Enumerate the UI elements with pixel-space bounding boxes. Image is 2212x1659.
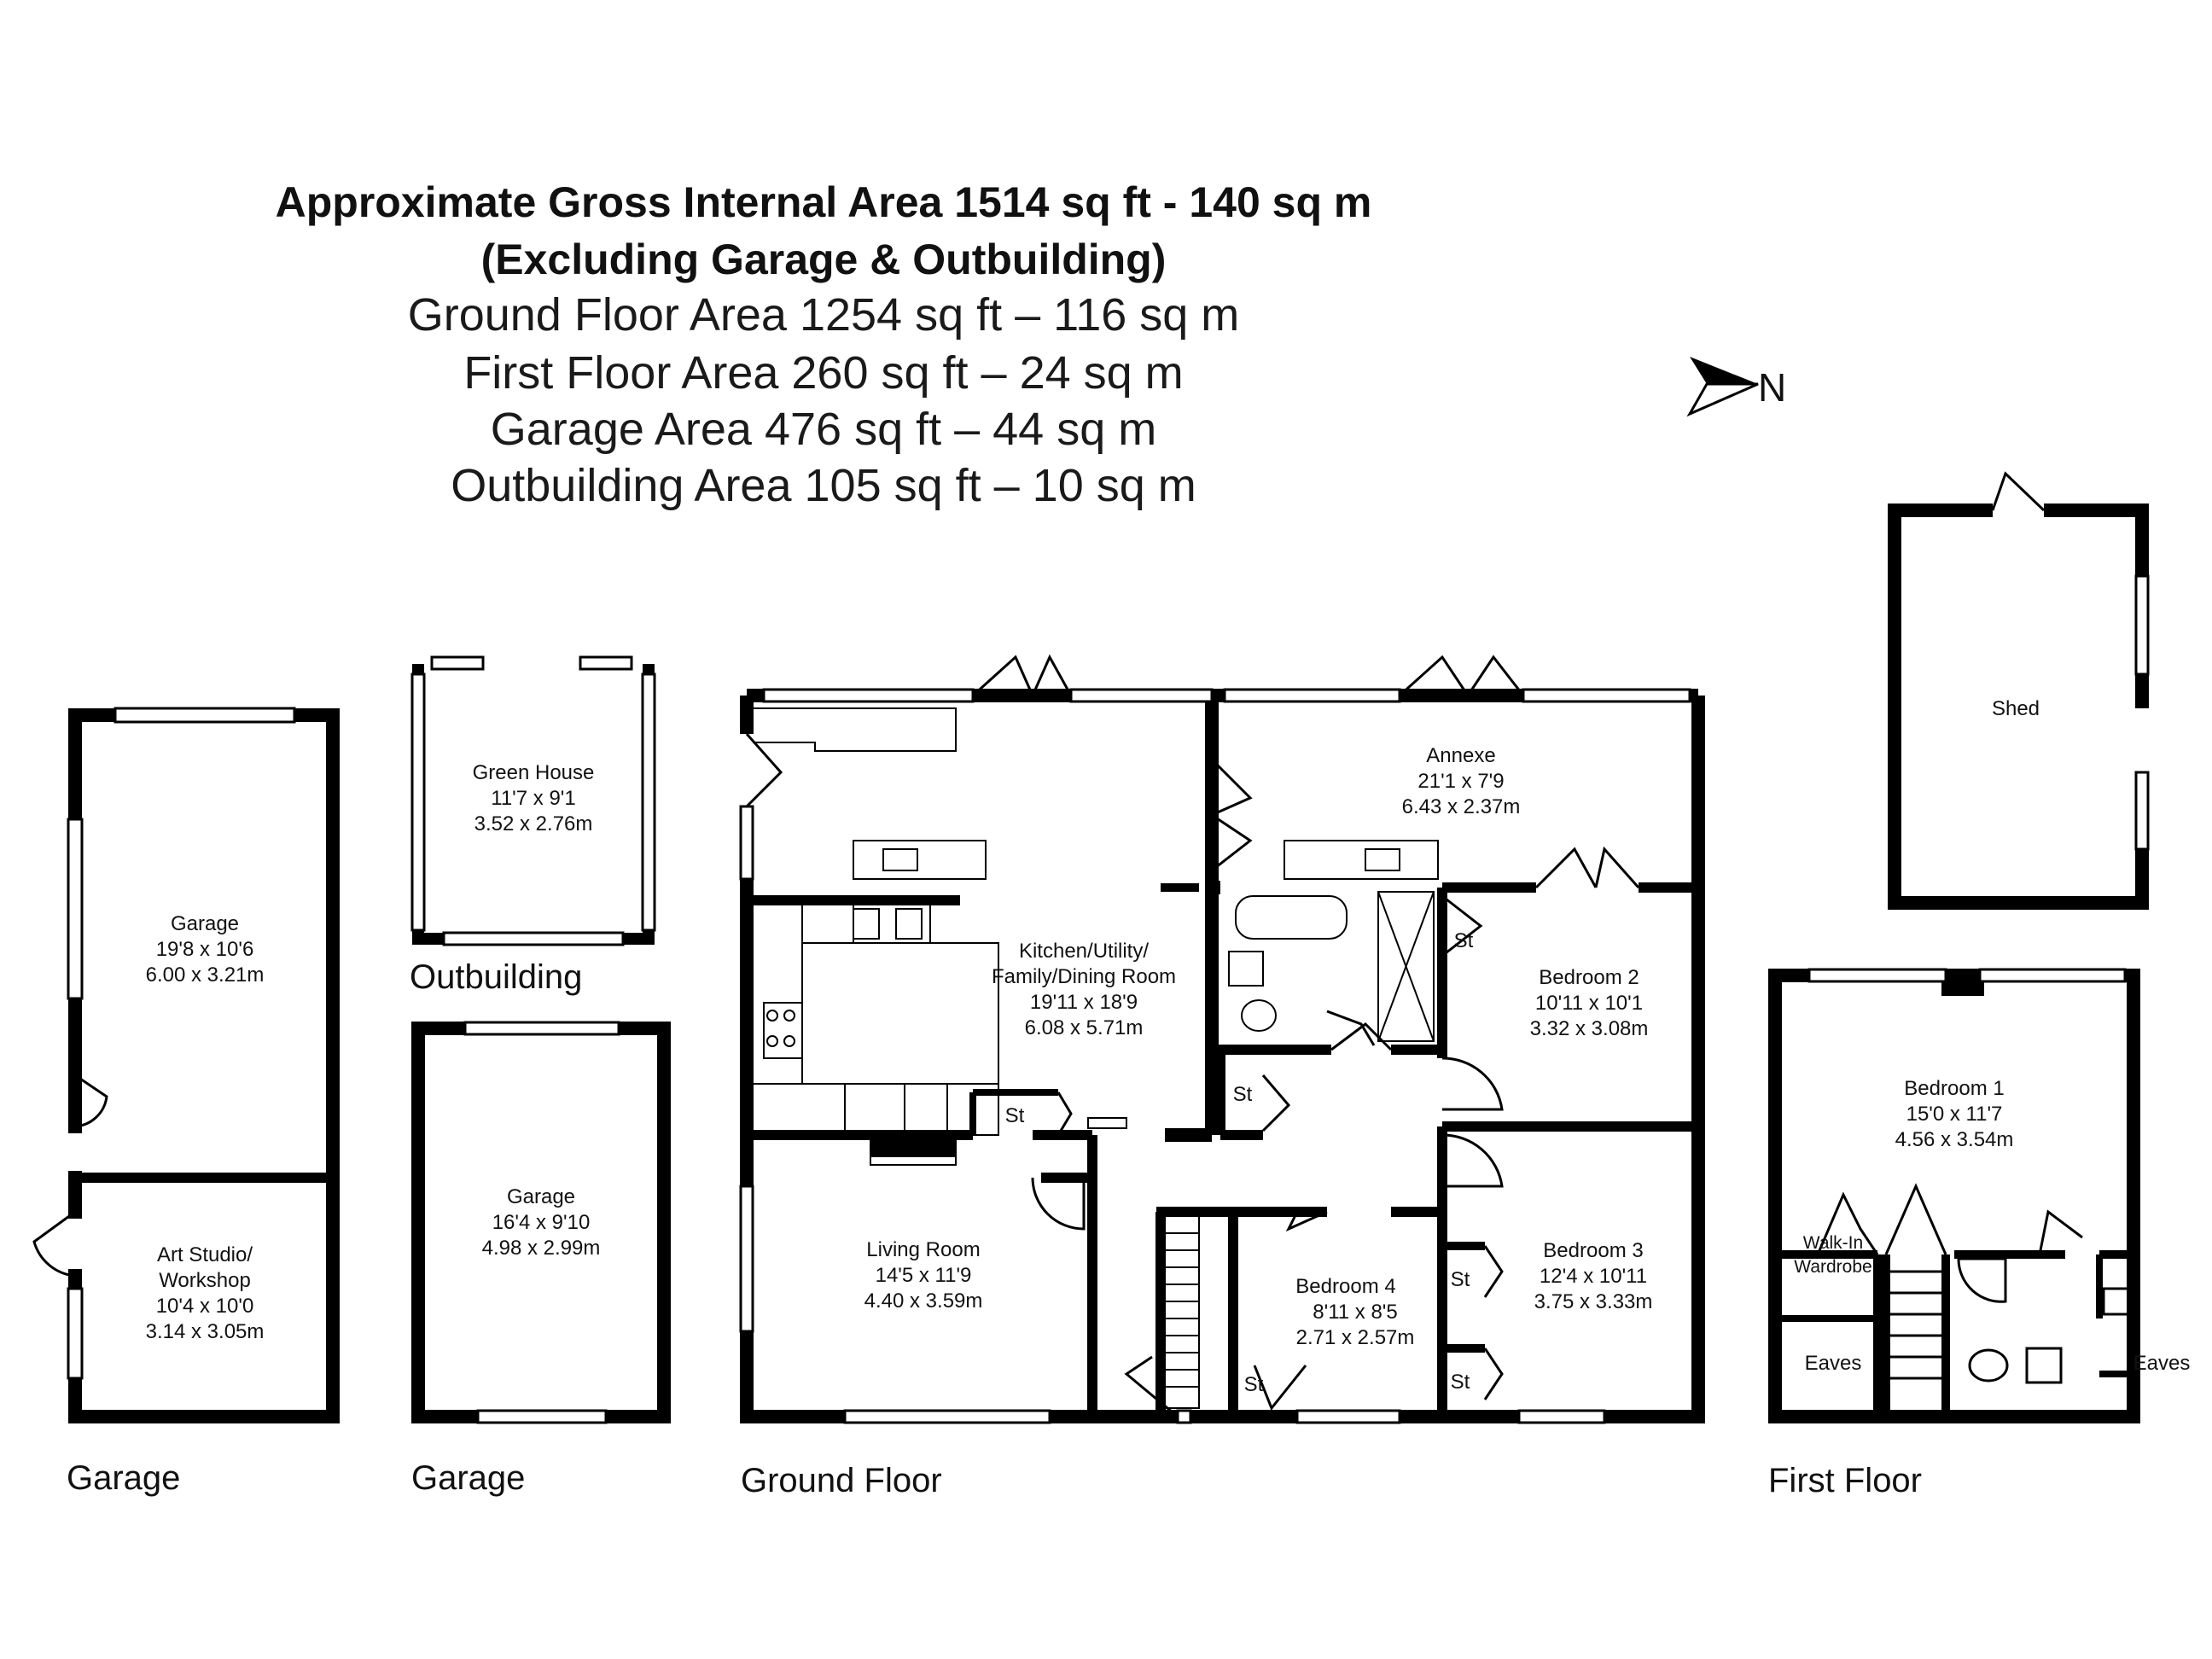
kitchen-name1: Kitchen/Utility/ <box>1019 940 1149 963</box>
garage1-name: Garage <box>171 912 239 935</box>
walkin-name1: Walk-In <box>1803 1233 1863 1253</box>
eaves-left-label: Eaves <box>1805 1352 1862 1375</box>
caption-outbuilding: Outbuilding <box>410 958 582 996</box>
garage-left-doors <box>32 1074 108 1278</box>
bedroom3-imperial: 12'4 x 10'11 <box>1540 1265 1647 1288</box>
art-studio-metric: 3.14 x 3.05m <box>146 1320 265 1343</box>
annexe-name: Annexe <box>1426 744 1495 767</box>
first-floor-walls <box>1768 969 2140 1423</box>
garage-middle-windows <box>463 1021 620 1424</box>
title-area-total: Approximate Gross Internal Area 1514 sq … <box>275 178 1372 226</box>
garage2-name: Garage <box>507 1185 575 1208</box>
art-studio-name2: Workshop <box>159 1269 251 1292</box>
shed-windows <box>2134 574 2150 851</box>
living-room-metric: 4.40 x 3.59m <box>864 1289 983 1313</box>
bedroom2-metric: 3.32 x 3.08m <box>1530 1017 1649 1040</box>
store-bedroom4-label: St <box>1244 1373 1264 1396</box>
bedroom2-imperial: 10'11 x 10'1 <box>1535 992 1643 1015</box>
annexe-metric: 6.43 x 2.37m <box>1402 795 1521 818</box>
ground-floor-area: Ground Floor Area 1254 sq ft – 116 sq m <box>407 289 1240 341</box>
caption-garage-left: Garage <box>67 1459 180 1497</box>
bedroom1-metric: 4.56 x 3.54m <box>1895 1128 2014 1151</box>
first-floor-windows <box>1807 968 2127 983</box>
greenhouse-imperial: 11'7 x 9'1 <box>491 787 575 810</box>
garage-area: Garage Area 476 sq ft – 44 sq m <box>490 404 1157 455</box>
store-bedroom2-label: St <box>1454 929 1474 952</box>
annexe-imperial: 21'1 x 7'9 <box>1417 770 1504 793</box>
bedroom1-imperial: 15'0 x 11'7 <box>1906 1103 2003 1126</box>
store-bedroom3-b-label: St <box>1451 1371 1470 1394</box>
greenhouse-metric: 3.52 x 2.76m <box>474 812 593 835</box>
walkin-name2: Wardrobe <box>1794 1257 1871 1277</box>
outbuilding-area: Outbuilding Area 105 sq ft – 10 sq m <box>451 460 1196 511</box>
first-floor-area: First Floor Area 260 sq ft – 24 sq m <box>463 347 1184 399</box>
shed-door <box>1991 471 2046 512</box>
shed-walls <box>1888 504 2149 910</box>
garage1-imperial: 19'8 x 10'6 <box>156 938 254 961</box>
bedroom4-metric: 2.71 x 2.57m <box>1296 1326 1415 1349</box>
north-arrow-icon: N <box>1686 357 1786 417</box>
greenhouse-glazing <box>410 655 656 946</box>
caption-ground-floor: Ground Floor <box>741 1462 942 1499</box>
store-kitchen-label: St <box>1005 1104 1025 1127</box>
ground-floor-windows <box>739 688 1691 1424</box>
store-hall-label: St <box>1233 1083 1253 1106</box>
living-room-imperial: 14'5 x 11'9 <box>876 1264 972 1287</box>
kitchen-metric: 6.08 x 5.71m <box>1025 1016 1144 1039</box>
living-room-name: Living Room <box>866 1238 980 1261</box>
art-studio-imperial: 10'4 x 10'0 <box>156 1295 254 1318</box>
art-studio-name1: Art Studio/ <box>157 1243 253 1266</box>
kitchen-fittings <box>752 707 1439 1409</box>
garage-left-walls <box>68 708 340 1423</box>
bedroom4-name: Bedroom 4 <box>1295 1275 1395 1298</box>
title-area-note: (Excluding Garage & Outbuilding) <box>480 236 1167 283</box>
garage2-metric: 4.98 x 2.99m <box>482 1237 601 1260</box>
chimney-breast <box>1941 969 1984 996</box>
greenhouse-name: Green House <box>473 761 595 784</box>
ground-floor-doors <box>745 654 1640 1418</box>
bedroom3-name: Bedroom 3 <box>1543 1239 1643 1262</box>
bedroom4-imperial: 8'11 x 8'5 <box>1313 1301 1397 1324</box>
north-label: N <box>1758 365 1786 410</box>
shed-name: Shed <box>1992 697 2040 720</box>
garage-left-windows <box>67 707 296 1380</box>
bedroom2-name: Bedroom 2 <box>1539 966 1639 989</box>
kitchen-name2: Family/Dining Room <box>992 965 1176 988</box>
store-bedroom3-a-label: St <box>1451 1268 1470 1291</box>
caption-garage-middle: Garage <box>411 1459 525 1497</box>
garage2-imperial: 16'4 x 9'10 <box>492 1211 591 1234</box>
first-floor-doors <box>1816 1183 2131 1414</box>
bedroom1-name: Bedroom 1 <box>1904 1077 2004 1100</box>
kitchen-imperial: 19'11 x 18'9 <box>1030 991 1138 1014</box>
eaves-right-label: Eaves <box>2133 1352 2191 1375</box>
garage-middle-walls <box>411 1022 671 1423</box>
caption-first-floor: First Floor <box>1768 1462 1922 1499</box>
bedroom3-metric: 3.75 x 3.33m <box>1534 1290 1653 1313</box>
garage1-metric: 6.00 x 3.21m <box>146 963 265 987</box>
